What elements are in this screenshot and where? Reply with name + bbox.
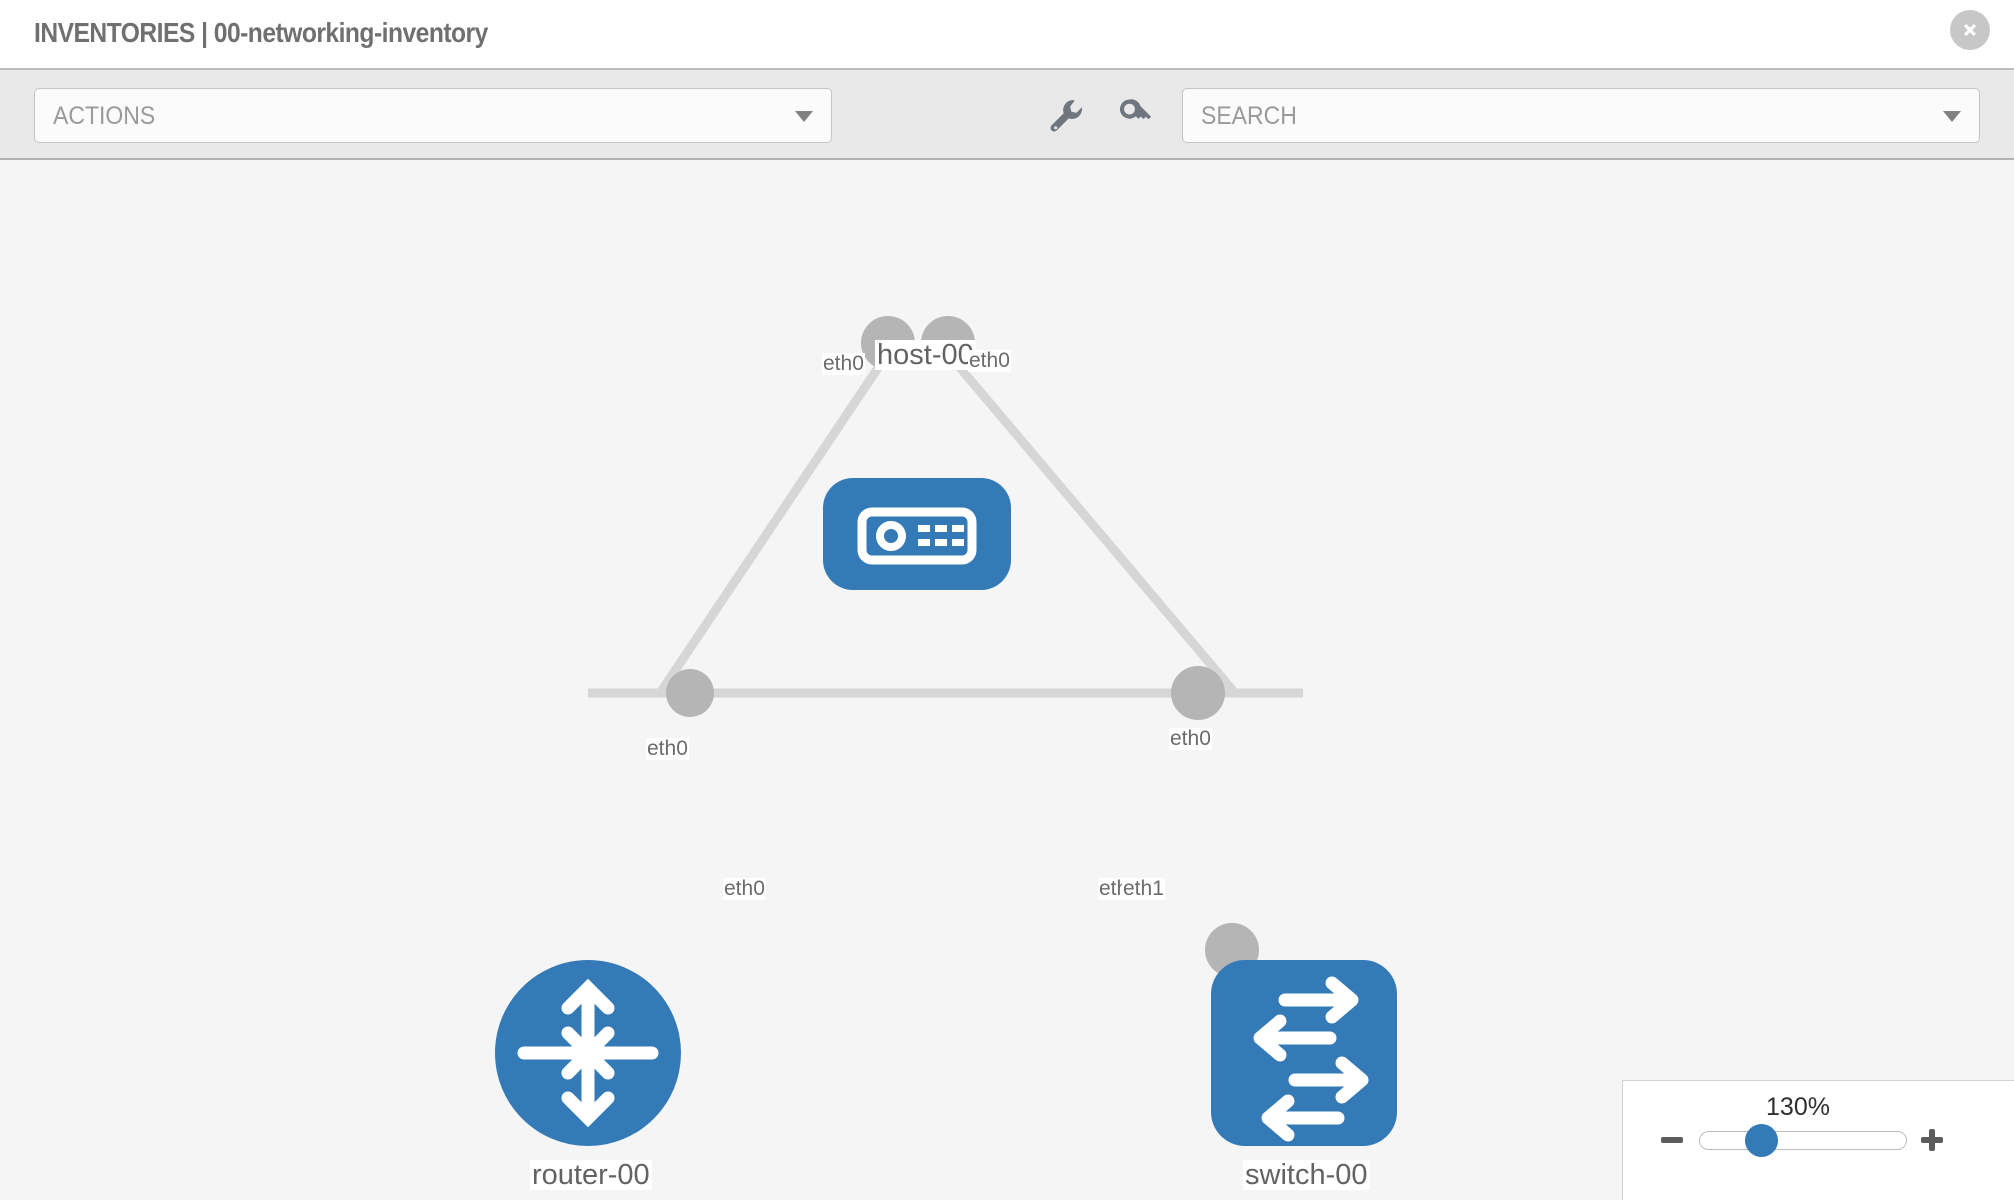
page-header: INVENTORIES | 00-networking-inventory (0, 0, 2014, 68)
interface-label-switch00-uplink: eth0 (1169, 727, 1212, 751)
wrench-icon[interactable] (1044, 94, 1086, 136)
zoom-control: 130% (1622, 1080, 2014, 1200)
key-icon[interactable] (1112, 94, 1154, 136)
close-button[interactable] (1950, 10, 1990, 50)
node-router-00[interactable] (495, 960, 681, 1146)
breadcrumb: INVENTORIES | 00-networking-inventory (34, 17, 488, 48)
zoom-slider-track[interactable] (1699, 1131, 1907, 1150)
search-input[interactable]: SEARCH (1182, 88, 1980, 143)
toolbar: ACTIONS SEARCH (0, 68, 2014, 160)
interface-label-router00-uplink: eth0 (646, 737, 689, 761)
server-icon (857, 507, 977, 565)
zoom-percent-label: 130% (1766, 1093, 1830, 1121)
node-label-host-00: host-00 (875, 339, 976, 371)
close-icon (1959, 19, 1981, 41)
switch-arrows-icon (1253, 976, 1369, 1142)
router-arrows-icon (517, 978, 659, 1128)
interface-label-switch00-eth1: eth1 (1122, 877, 1165, 901)
actions-dropdown-label: ACTIONS (53, 102, 156, 130)
topology-graph (495, 316, 1397, 1146)
topology-canvas[interactable]: host-00 router-00 switch-00 eth0 eth0 et… (0, 160, 2014, 1200)
interface-label-host00-left: eth0 (822, 352, 865, 376)
link-host00-router00[interactable] (656, 347, 894, 696)
node-label-router-00: router-00 (530, 1159, 652, 1191)
node-switch-00[interactable] (1211, 960, 1397, 1146)
interface-label-host00-right: eth0 (968, 349, 1011, 373)
chevron-down-icon[interactable] (1943, 111, 1961, 122)
plus-icon (1919, 1127, 1945, 1153)
minus-icon (1659, 1127, 1685, 1153)
port-router00-right[interactable] (666, 669, 714, 717)
node-host-00[interactable] (823, 478, 1011, 590)
chevron-down-icon (795, 111, 813, 122)
zoom-slider-thumb[interactable] (1745, 1124, 1778, 1157)
zoom-out-button[interactable] (1659, 1127, 1685, 1153)
link-host00-switch00[interactable] (941, 347, 1239, 696)
actions-dropdown[interactable]: ACTIONS (34, 88, 832, 143)
node-label-switch-00: switch-00 (1243, 1159, 1370, 1191)
port-switch00-left[interactable] (1171, 666, 1225, 720)
interface-label-router00-eth0: eth0 (723, 877, 766, 901)
search-placeholder-label: SEARCH (1201, 102, 1297, 130)
zoom-in-button[interactable] (1919, 1127, 1945, 1153)
